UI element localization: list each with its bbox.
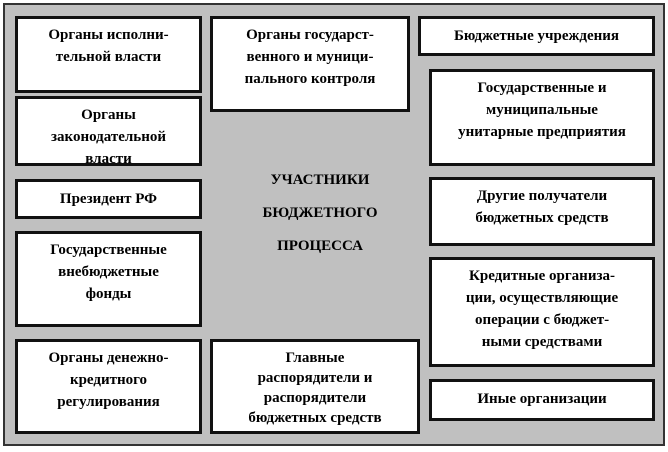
box-budget-institutions: Бюджетные учреждения [418,16,655,56]
box-credit-organizations: Кредитные организа- ции, осуществляющие … [429,257,655,367]
box-president: Президент РФ [15,179,202,219]
box-unitary-enterprises: Государственные и муниципальные унитарны… [429,69,655,166]
box-legislative: Органы законодательной власти [15,96,202,166]
box-other-organizations: Иные организации [429,379,655,421]
box-other-recipients: Другие получатели бюджетных средств [429,177,655,246]
center-title-line-1: УЧАСТНИКИ [270,172,370,188]
box-control-bodies: Органы государст- венного и муници- паль… [210,16,410,112]
box-monetary-regulation: Органы денежно- кредитного регулирования [15,339,202,434]
center-title-line-3: ПРОЦЕССА [277,238,363,254]
center-title-line-2: БЮДЖЕТНОГО [262,205,378,221]
box-budget-managers: Главные распорядители и распорядители бю… [210,339,420,434]
box-extrabudgetary-funds: Государственные внебюджетные фонды [15,231,202,327]
box-executive: Органы исполни- тельной власти [15,16,202,93]
